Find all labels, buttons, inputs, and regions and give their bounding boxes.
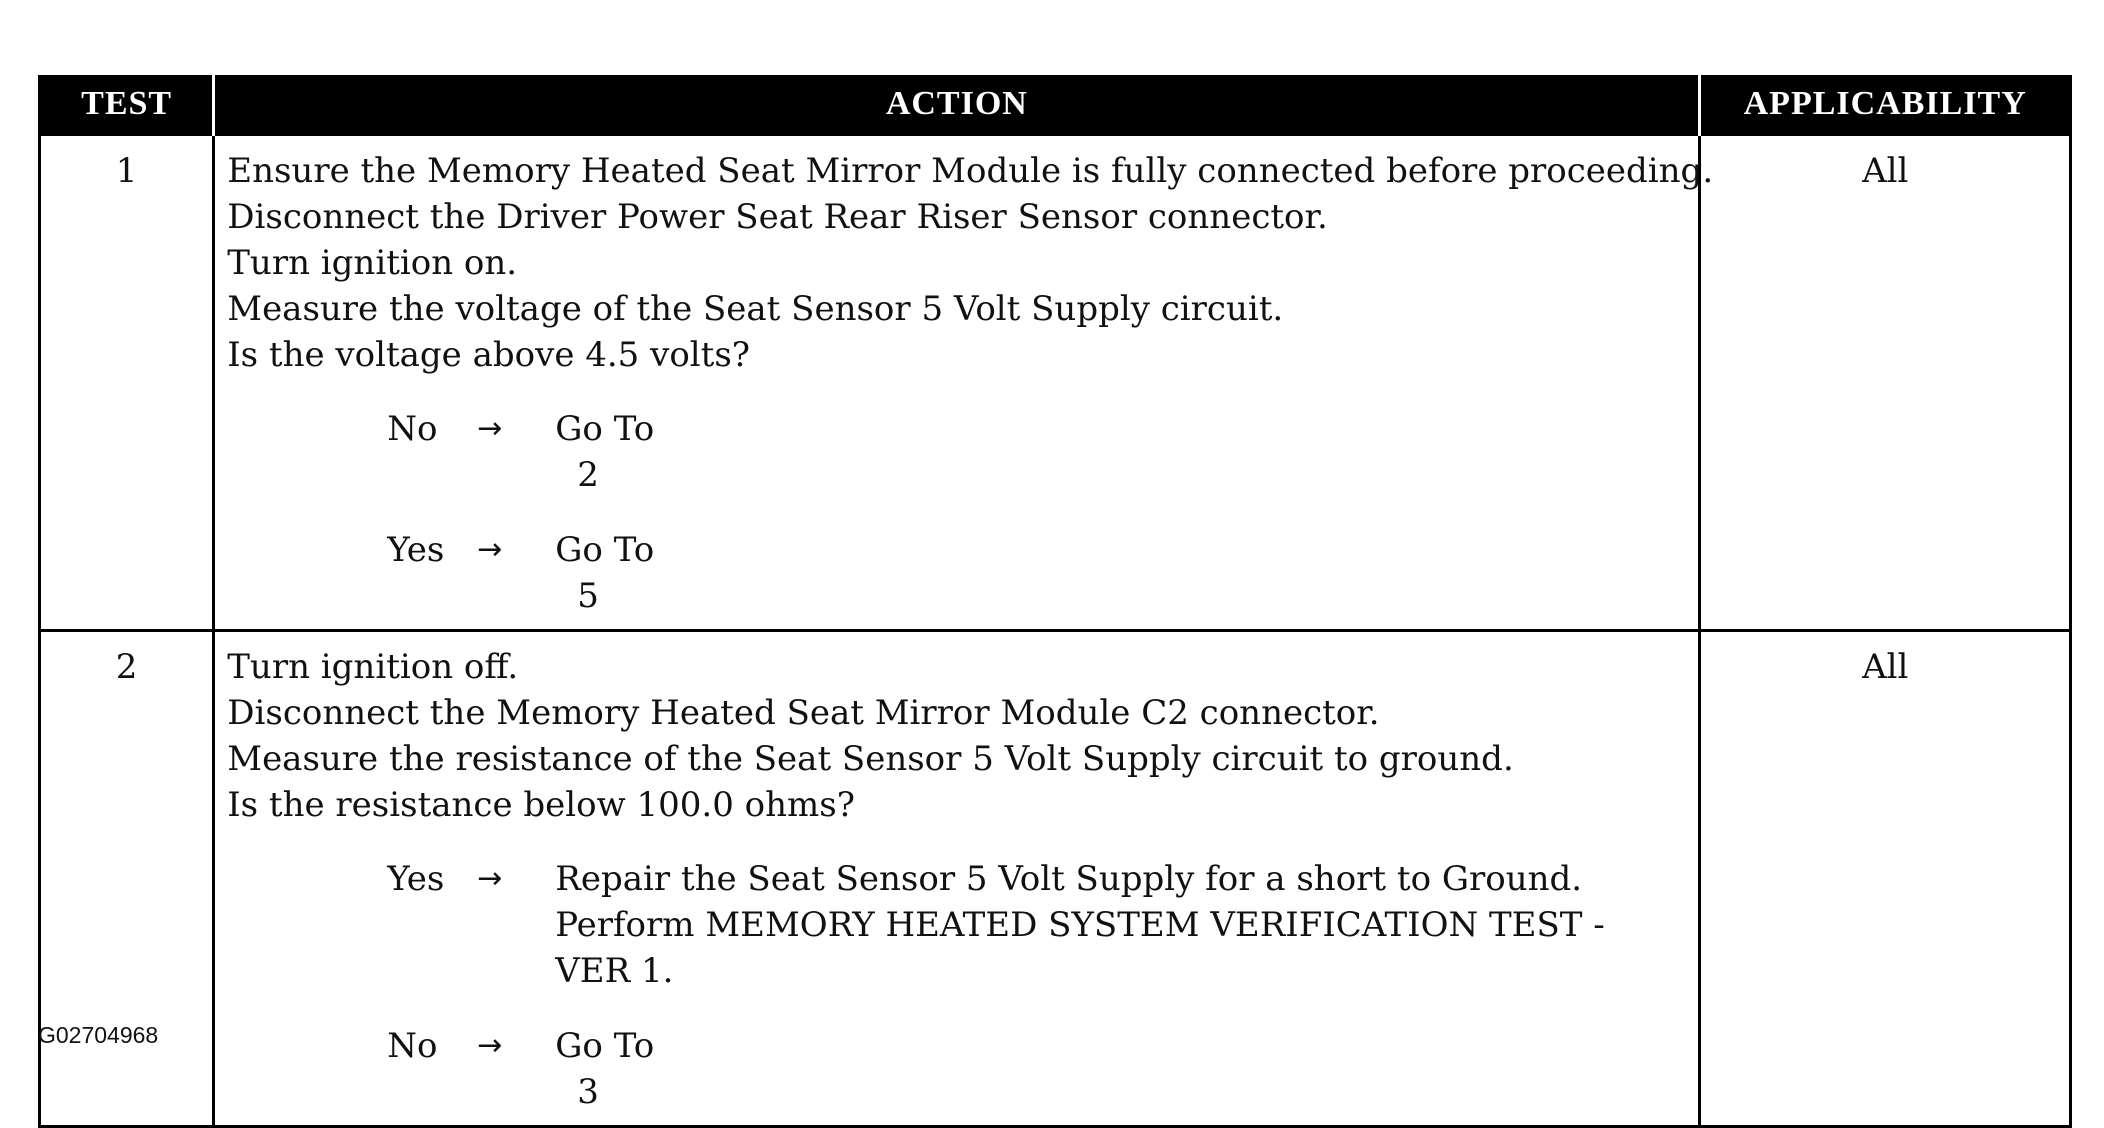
- table-header-row: TEST ACTION APPLICABILITY: [37, 75, 2072, 135]
- answer-result: Go To 5: [555, 527, 1688, 619]
- table-row-test-1: 1 Ensure the Memory Heated Seat Mirror M…: [37, 133, 2072, 632]
- action-cell: Ensure the Memory Heated Seat Mirror Mod…: [212, 133, 1714, 632]
- answer-result: Go To 2: [555, 406, 1688, 498]
- action-step: Turn ignition off.: [227, 647, 519, 687]
- applicability-cell: All: [1698, 133, 2072, 632]
- answer-label: Yes: [387, 859, 445, 899]
- answer-label: Yes: [387, 530, 445, 570]
- diagnostic-test-table: TEST ACTION APPLICABILITY 1 Ensure the M…: [37, 75, 2072, 1128]
- action-step: Ensure the Memory Heated Seat Mirror Mod…: [227, 151, 1714, 191]
- right-arrow-icon: →: [477, 861, 503, 896]
- answer-option-yes: Yes → Go To 5: [387, 527, 1688, 619]
- applicability-cell: All: [1698, 629, 2072, 1128]
- action-question: Is the voltage above 4.5 volts?: [227, 335, 751, 375]
- action-step: Measure the resistance of the Seat Senso…: [227, 739, 1514, 779]
- answer-option-yes: Yes → Repair the Seat Sensor 5 Volt Supp…: [387, 856, 1688, 994]
- action-step: Disconnect the Driver Power Seat Rear Ri…: [227, 197, 1328, 237]
- test-number: 2: [37, 629, 216, 1128]
- header-action: ACTION: [212, 75, 1702, 135]
- goto-label: Go To: [555, 409, 655, 449]
- goto-label: Go To: [555, 1026, 655, 1066]
- action-step: Measure the voltage of the Seat Sensor 5…: [227, 289, 1284, 329]
- goto-step-number: 5: [577, 576, 599, 616]
- answer-option-no: No → Go To 3: [387, 1023, 1688, 1115]
- result-line: Perform MEMORY HEATED SYSTEM VERIFICATIO…: [555, 905, 1605, 945]
- right-arrow-icon: →: [477, 411, 503, 446]
- header-applicability: APPLICABILITY: [1698, 75, 2072, 135]
- right-arrow-icon: →: [477, 532, 503, 567]
- header-test: TEST: [37, 75, 216, 135]
- answer-result: Go To 3: [555, 1023, 1688, 1115]
- answer-options: Yes → Repair the Seat Sensor 5 Volt Supp…: [387, 856, 1688, 1115]
- table-row-test-2: 2 Turn ignition off. Disconnect the Memo…: [37, 629, 2072, 1128]
- test-number: 1: [37, 133, 216, 632]
- goto-step-number: 2: [577, 455, 599, 495]
- answer-label: No: [387, 1026, 438, 1066]
- right-arrow-icon: →: [477, 1028, 503, 1063]
- goto-step-number: 3: [577, 1072, 599, 1112]
- figure-id: G02704968: [38, 1022, 159, 1048]
- answer-options: No → Go To 2 Yes → Go To 5: [387, 406, 1688, 619]
- result-line: Repair the Seat Sensor 5 Volt Supply for…: [555, 859, 1583, 899]
- answer-label: No: [387, 409, 438, 449]
- answer-result: Repair the Seat Sensor 5 Volt Supply for…: [555, 856, 1688, 994]
- result-line: VER 1.: [555, 951, 674, 991]
- action-cell: Turn ignition off. Disconnect the Memory…: [212, 629, 1702, 1128]
- answer-option-no: No → Go To 2: [387, 406, 1688, 498]
- action-step: Disconnect the Memory Heated Seat Mirror…: [227, 693, 1380, 733]
- action-question: Is the resistance below 100.0 ohms?: [227, 785, 855, 825]
- action-step: Turn ignition on.: [227, 243, 518, 283]
- goto-label: Go To: [555, 530, 655, 570]
